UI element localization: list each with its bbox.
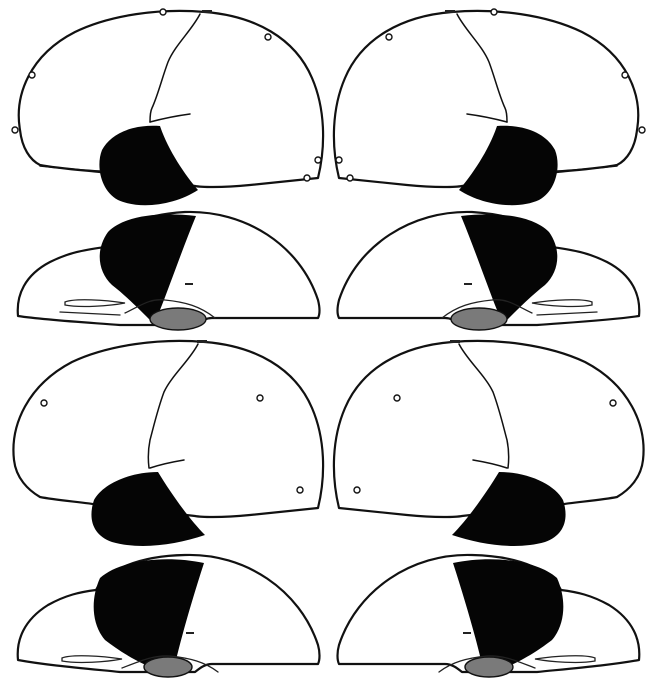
medial-view [338, 212, 640, 330]
lateral-view [12, 9, 323, 205]
panel-bottom-left [13, 340, 323, 677]
medial-view [338, 555, 640, 677]
lateral-view [334, 9, 645, 205]
panel-top-left [12, 9, 323, 330]
medial-view [18, 555, 320, 677]
panel-bottom-right [334, 340, 644, 677]
lateral-view [13, 340, 323, 546]
panel-top-right [334, 9, 645, 330]
medial-view [18, 212, 320, 330]
lateral-view [334, 340, 644, 546]
